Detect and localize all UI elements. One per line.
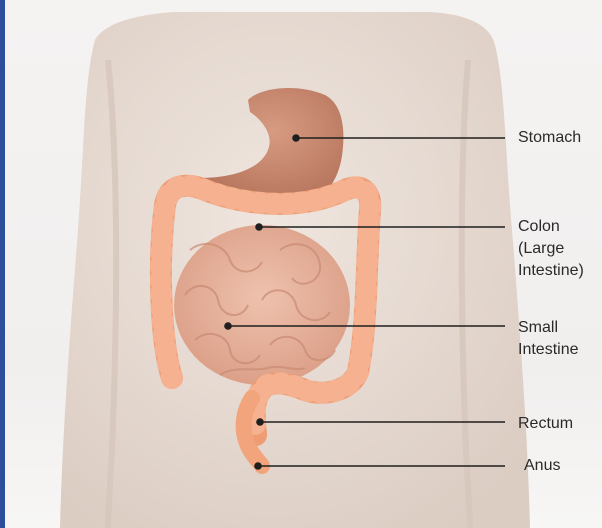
- label-anus-text: Anus: [524, 455, 560, 477]
- label-small-intestine-line2: Intestine: [518, 339, 578, 361]
- label-anus: Anus: [524, 455, 560, 477]
- label-colon-line3: Intestine): [518, 260, 584, 282]
- label-colon-line2: (Large: [518, 238, 584, 260]
- label-stomach-text: Stomach: [518, 127, 581, 149]
- label-small-intestine-line1: Small: [518, 317, 578, 339]
- label-stomach: Stomach: [518, 127, 581, 149]
- label-colon: Colon (Large Intestine): [518, 216, 584, 282]
- label-rectum: Rectum: [518, 413, 573, 435]
- small-intestine-organ: [174, 225, 350, 385]
- label-small-intestine: Small Intestine: [518, 317, 578, 361]
- label-rectum-text: Rectum: [518, 413, 573, 435]
- label-colon-line1: Colon: [518, 216, 584, 238]
